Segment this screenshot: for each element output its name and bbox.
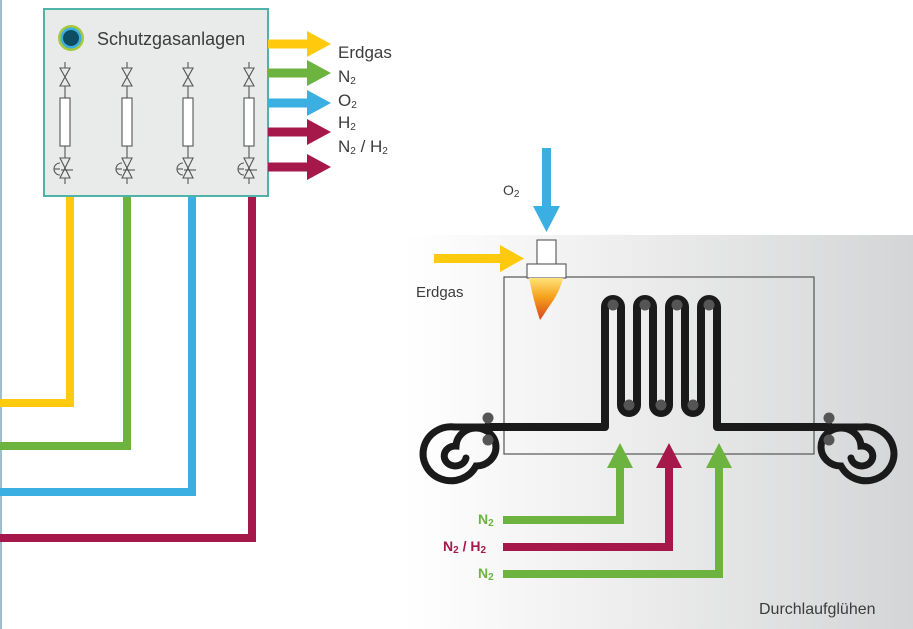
pressure-regulator-icon (176, 157, 196, 179)
output-arrow (268, 60, 331, 86)
coil-icon (419, 423, 500, 485)
output-arrow (268, 31, 331, 57)
pipe-oxygen (0, 196, 196, 496)
burner-gas-label: Erdgas (416, 284, 464, 301)
plant-output-arrows (268, 31, 331, 180)
bottom-feed-lines (503, 443, 732, 578)
output-label-erdgas: Erdgas (338, 43, 392, 62)
feed-label-nitrogen-2: N2 (478, 565, 494, 583)
gas-column (237, 62, 257, 184)
output-label-nitrogen: N2 (338, 67, 356, 87)
output-label-oxygen: O2 (338, 91, 357, 111)
pressure-regulator-icon (53, 157, 73, 179)
furnace-title: Durchlaufglühen (759, 601, 876, 618)
valve-icon (243, 67, 255, 87)
pipe-nitrogen (0, 196, 131, 450)
gas-column (176, 62, 196, 184)
flame-icon (529, 278, 563, 320)
filter-cartridge-icon (121, 97, 133, 147)
output-arrow (268, 90, 331, 116)
filter-cartridge-icon (182, 97, 194, 147)
valve-icon (121, 67, 133, 87)
valve-icon (182, 67, 194, 87)
feed-label-nitrogen-1: N2 (478, 511, 494, 529)
oxygen-down-arrow (533, 148, 560, 232)
valve-icon (59, 67, 71, 87)
filter-cartridge-icon (243, 97, 255, 147)
furnace-chamber (503, 276, 815, 455)
gas-column (53, 62, 73, 184)
output-label-nitrogen-hydrogen: N2 / H2 (338, 137, 388, 157)
pressure-regulator-icon (237, 157, 257, 179)
pipe-erdgas (0, 196, 74, 407)
pressure-regulator-icon (115, 157, 135, 179)
coil-icon (817, 423, 898, 485)
plant-title: Schutzgasanlagen (97, 29, 246, 49)
roller-icon (482, 299, 835, 446)
output-arrow (268, 119, 331, 145)
logo-icon (58, 25, 84, 51)
filter-cartridge-icon (59, 97, 71, 147)
output-arrow (268, 154, 331, 180)
feed-label-nitrogen-hydrogen: N2 / H2 (443, 538, 487, 556)
metal-strip (485, 295, 832, 431)
gas-columns (53, 62, 257, 184)
gas-right-arrow (434, 245, 524, 272)
burner-oxygen-label: O2 (503, 182, 520, 200)
pipe-hydrogen (0, 196, 256, 542)
output-label-hydrogen: H2 (338, 113, 356, 133)
gas-column (115, 62, 135, 184)
